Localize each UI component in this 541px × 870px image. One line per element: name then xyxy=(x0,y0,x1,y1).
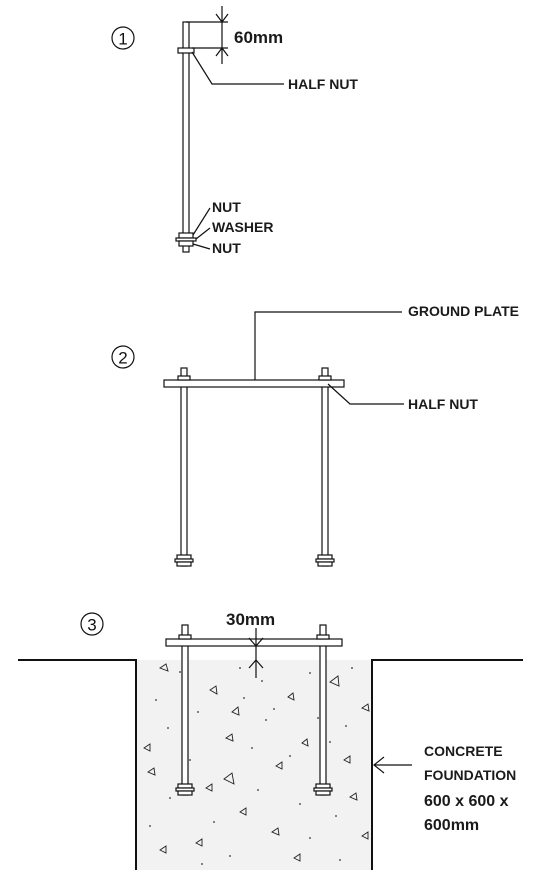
concrete-foundation-body xyxy=(136,660,372,870)
step-2-ground-plate-leader xyxy=(254,311,402,380)
step-1-half-nut-leader xyxy=(191,51,284,85)
concrete-dots xyxy=(149,667,353,865)
step-3-bottom-nut-right-b xyxy=(315,790,331,796)
foundation-arrow-head xyxy=(373,756,385,774)
step-3-bottom-nut-left-b xyxy=(177,790,193,796)
step-3-ground-plate xyxy=(165,638,343,647)
step-2-half-nut-leader xyxy=(327,383,404,405)
step-1-half-nut-label: HALF NUT xyxy=(288,76,358,92)
step-1-nut-bottom xyxy=(178,240,194,247)
ground-line-left xyxy=(18,659,137,870)
step-3-dim-arrow-top xyxy=(248,637,264,647)
step-1-washer-label: WASHER xyxy=(212,219,273,235)
step-2-ground-plate-label: GROUND PLATE xyxy=(408,303,519,319)
step-3-dim-arrow-bottom xyxy=(248,659,264,669)
step-1-nut-bottom-leader xyxy=(192,243,211,250)
step-1-nut-top-label: NUT xyxy=(212,199,241,215)
step-1-dimension-label: 60mm xyxy=(234,28,283,47)
step-3-group: 3 xyxy=(18,610,523,870)
foundation-label-line1: CONCRETE xyxy=(424,743,503,759)
step-1-dim-arrow-bottom xyxy=(215,47,229,57)
step-1-number: 1 xyxy=(118,30,127,49)
foundation-size-line1: 600 x 600 x xyxy=(424,793,509,810)
step-1-washer-leader xyxy=(195,227,211,240)
step-2-ground-plate xyxy=(163,379,345,388)
concrete-texture xyxy=(143,663,370,862)
step-2-bottom-nut-right-b xyxy=(317,561,333,567)
step-2-group: 2 GROUND PLATE HALF NUT xyxy=(111,303,519,567)
step-2-bottom-nut-left-b xyxy=(176,561,192,567)
step-1-dim-arrow-top xyxy=(215,13,229,23)
step-1-nut-top-leader xyxy=(192,207,211,236)
step-2-half-nut-left xyxy=(177,375,191,381)
step-1-group: 1 60mm HALF NUT NUT WASHER NUT xyxy=(111,6,358,256)
step-1-circle xyxy=(111,26,135,50)
step-3-circle xyxy=(80,612,104,636)
step-2-circle xyxy=(111,345,135,369)
step-2-bolt-right xyxy=(321,367,329,567)
step-3-number: 3 xyxy=(87,616,96,635)
step-2-bolt-left xyxy=(180,367,188,567)
step-2-half-nut-label: HALF NUT xyxy=(408,396,478,412)
step-3-bolt-right xyxy=(319,624,327,796)
foundation-size-line2: 600mm xyxy=(424,817,479,834)
step-2-half-nut-right xyxy=(318,375,332,381)
step-1-nut-top xyxy=(178,232,194,239)
step-3-half-nut-left xyxy=(178,634,192,640)
step-2-number: 2 xyxy=(118,349,127,368)
step-3-bolt-left xyxy=(181,624,189,796)
step-3-half-nut-right xyxy=(316,634,330,640)
step-1-half-nut xyxy=(177,47,195,54)
ground-line-right xyxy=(371,659,523,870)
step-1-nut-bottom-label: NUT xyxy=(212,240,241,256)
step-3-dimension-label: 30mm xyxy=(226,610,275,629)
foundation-label-line2: FOUNDATION xyxy=(424,767,516,783)
step-1-bolt xyxy=(182,21,190,253)
